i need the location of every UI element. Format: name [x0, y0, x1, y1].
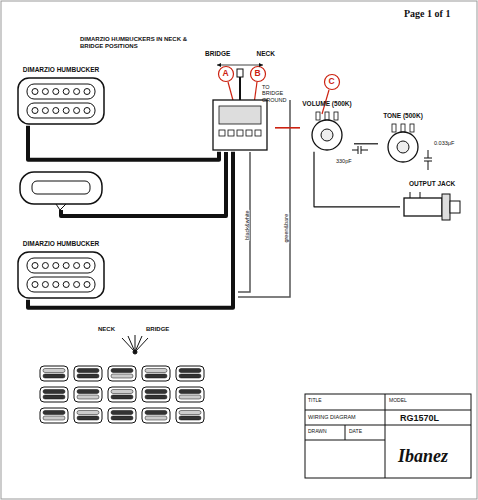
part-label: VOLUME (500K) — [300, 100, 354, 108]
diagram-label: NECK — [98, 326, 115, 333]
callout-letter: C — [329, 77, 335, 87]
diagram-label: WIRING DIAGRAM — [308, 414, 356, 420]
label-row: BRIDGE NECK — [205, 50, 275, 58]
potentiometer: TONE (500K) — [378, 112, 428, 164]
diagram-label: 0.033μF — [434, 140, 454, 146]
diagram-label: DRAWN — [308, 429, 327, 435]
wire — [28, 152, 233, 308]
switch-position-icons — [40, 366, 204, 423]
humbucker-pickup-drawing — [16, 250, 106, 300]
diagram-label: DIMARZIO HUMBUCKERS IN NECK & BRIDGE POS… — [80, 36, 192, 50]
output-jack-drawing — [400, 190, 464, 224]
wire — [28, 126, 219, 160]
wire — [314, 152, 400, 207]
diagram-label: black&white — [244, 209, 250, 240]
diagram-label: Ibanez — [398, 446, 448, 467]
diagram-label: MODEL — [389, 398, 407, 404]
diagram-label: TITLE — [308, 398, 322, 404]
part-label: DIMARZIO HUMBUCKER — [16, 240, 106, 248]
part-label: OUTPUT JACK — [400, 180, 464, 188]
potentiometer: VOLUME (500K) — [300, 100, 354, 152]
part-label: DIMARZIO HUMBUCKER — [16, 66, 106, 74]
humbucker-pickup: DIMARZIO HUMBUCKER — [16, 240, 106, 300]
potentiometer-drawing — [378, 122, 428, 164]
diagram-label: DATE — [349, 429, 362, 435]
humbucker-pickup: DIMARZIO HUMBUCKER — [16, 66, 106, 126]
diagram-label: RG1570L — [400, 413, 439, 423]
wire — [354, 143, 378, 144]
humbucker-pickup-drawing — [16, 76, 106, 126]
output-jack: OUTPUT JACK — [400, 180, 464, 224]
part-label: TONE (500K) — [378, 112, 428, 120]
selector-fan — [122, 335, 148, 354]
ground-wire — [238, 152, 250, 292]
diagram-label: 330pF — [336, 158, 352, 164]
diagram-label: Page 1 of 1 — [404, 8, 450, 20]
diagram-label: green&bare — [283, 213, 289, 244]
single-coil-pickup — [20, 172, 102, 210]
potentiometer-drawing — [300, 110, 354, 152]
title-block — [305, 394, 471, 478]
diagram-label: TO BRIDGE GROUND — [262, 84, 292, 103]
part-label: BRIDGE — [205, 50, 230, 58]
part-label: NECK — [257, 50, 275, 58]
callout-letter: B — [255, 69, 261, 79]
wire — [275, 127, 300, 129]
five-way-switch-drawing — [205, 60, 275, 152]
diagram-label: BRIDGE — [146, 326, 169, 333]
callout-letter: A — [223, 69, 229, 79]
